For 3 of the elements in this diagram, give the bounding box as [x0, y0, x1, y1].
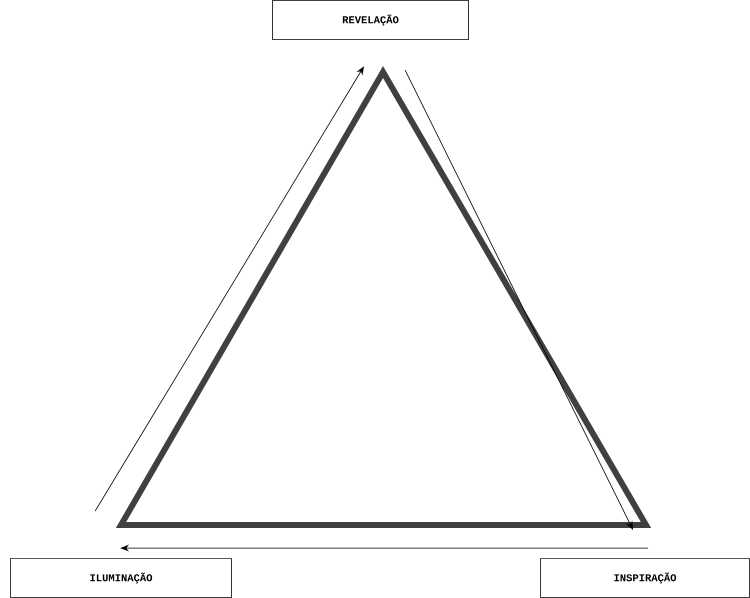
- label-box: INSPIRAÇÃO: [540, 558, 750, 598]
- label-box: ILUMINAÇÃO: [10, 558, 232, 598]
- label-box: REVELAÇÃO: [272, 0, 469, 40]
